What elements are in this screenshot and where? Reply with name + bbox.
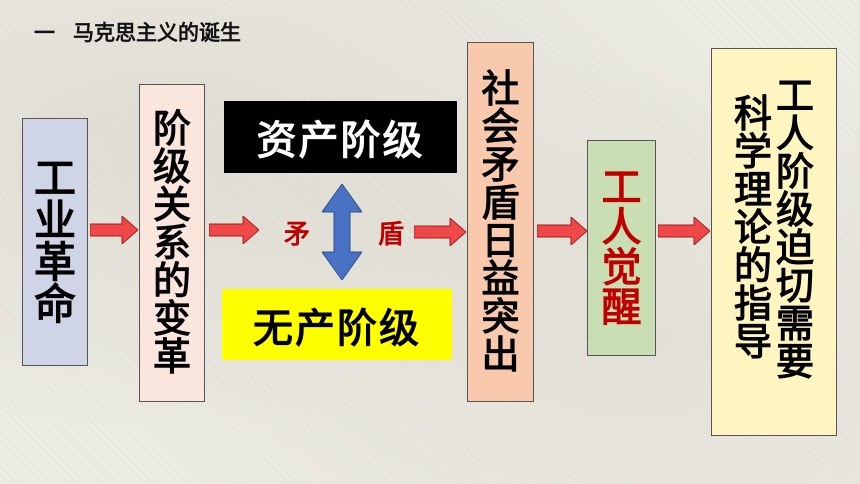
box-char: 突 — [481, 295, 520, 339]
box-char: 需 — [776, 302, 815, 346]
box-char: 级 — [152, 145, 191, 189]
box-char: 醒 — [601, 285, 642, 331]
box-char: 导 — [733, 320, 772, 364]
contradiction-char-right: 盾 — [378, 220, 405, 250]
box-char: 阶 — [776, 150, 815, 194]
box-char: 工 — [601, 165, 642, 211]
box-char: 人 — [776, 112, 815, 156]
bourgeoisie-label: 资产阶级 — [224, 101, 457, 173]
arrow-right-icon — [658, 217, 710, 245]
box-char: 人 — [601, 205, 642, 251]
box-char: 工 — [33, 154, 76, 203]
box-char: 要 — [776, 340, 815, 384]
theory-column-right: 工 人 阶 级 迫 切 需 要 — [776, 77, 814, 381]
box-char: 的 — [152, 259, 191, 303]
box-char: 日 — [481, 219, 520, 263]
box-char: 关 — [152, 183, 191, 227]
industrial-revolution-box: 工 业 革 命 — [22, 118, 88, 366]
theory-column-left: 科 学 理 论 的 指 导 — [734, 95, 772, 361]
box-char: 理 — [733, 168, 772, 212]
box-char: 矛 — [481, 143, 520, 187]
social-contradiction-box: 社 会 矛 盾 日 益 突 出 — [467, 42, 534, 402]
proletariat-label: 无产阶级 — [222, 289, 452, 360]
box-char: 系 — [152, 221, 191, 265]
box-char: 命 — [33, 280, 76, 329]
box-char: 出 — [481, 333, 520, 377]
box-char: 革 — [33, 238, 76, 287]
class-relations-change-box: 阶 级 关 系 的 变 革 — [139, 84, 205, 402]
box-char: 切 — [776, 264, 815, 308]
box-char: 会 — [481, 105, 520, 149]
arrow-right-icon — [209, 216, 259, 244]
contradiction-char-left: 矛 — [284, 220, 311, 250]
box-char: 论 — [733, 206, 772, 250]
box-char: 级 — [776, 188, 815, 232]
box-char: 的 — [733, 244, 772, 288]
box-char: 学 — [733, 130, 772, 174]
box-char: 社 — [481, 67, 520, 111]
worker-awakening-box: 工 人 觉 醒 — [587, 140, 656, 356]
box-char: 益 — [481, 257, 520, 301]
arrow-right-icon — [537, 217, 587, 245]
box-char: 觉 — [601, 245, 642, 291]
scientific-theory-box: 科 学 理 论 的 指 导 工 人 阶 级 迫 切 需 要 — [711, 48, 837, 436]
heading-number: 一 — [34, 21, 55, 45]
box-char: 科 — [733, 92, 772, 136]
slide-heading: 一 马克思主义的诞生 — [34, 14, 241, 50]
box-char: 变 — [152, 297, 191, 341]
box-char: 迫 — [776, 226, 815, 270]
box-char: 业 — [33, 196, 76, 245]
box-char: 革 — [152, 335, 191, 379]
arrow-right-icon — [90, 216, 138, 244]
box-char: 工 — [776, 74, 815, 118]
heading-title: 马克思主义的诞生 — [73, 21, 241, 45]
box-char: 阶 — [152, 107, 191, 151]
double-arrow-icon — [322, 184, 362, 280]
arrow-right-icon — [414, 218, 466, 246]
box-char: 指 — [733, 282, 772, 326]
box-char: 盾 — [481, 181, 520, 225]
